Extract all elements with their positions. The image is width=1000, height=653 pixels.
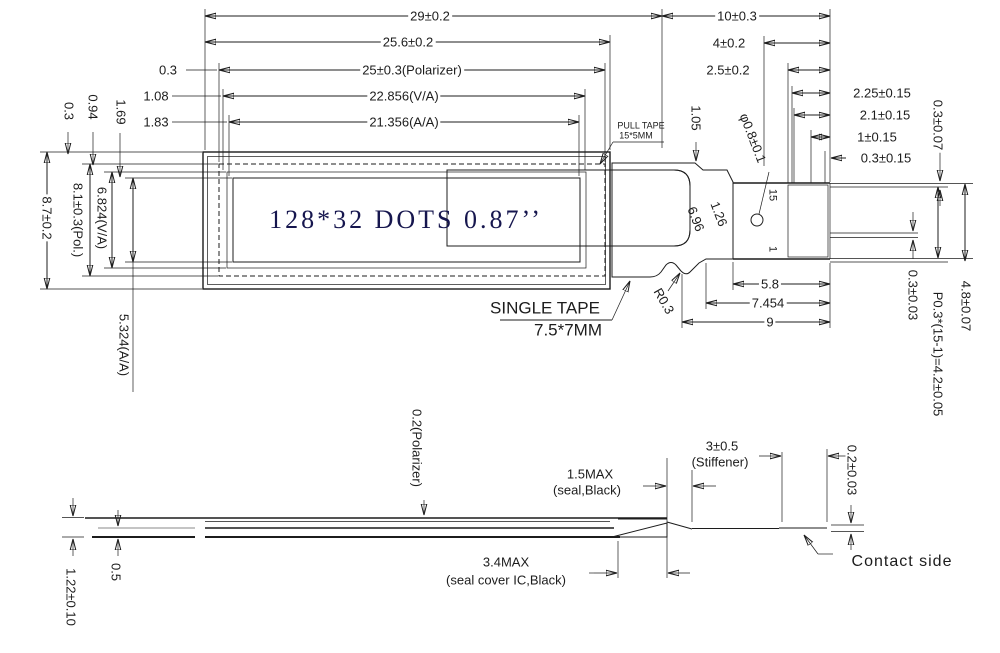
dim-fpc-length: 10±0.3	[715, 8, 759, 24]
dim-seal-max-line2: (seal,Black)	[551, 482, 623, 498]
dim-seal-cover-line1: 3.4MAX	[480, 554, 532, 570]
pull-tape-label-line1: PULL TAPE	[617, 120, 665, 131]
dim-stiffener-line1: 3±0.5	[703, 438, 741, 454]
dim-polarizer-thickness: 0.2(Polarizer)	[409, 406, 425, 490]
dim-1-05: 1.05	[688, 103, 704, 133]
dim-2-5: 2.5±0.2	[704, 62, 752, 78]
dim-7-454: 7.454	[749, 295, 787, 311]
dim-stiffener-line2: (Stiffener)	[689, 454, 751, 470]
dim-total-width: 29±0.2	[408, 8, 452, 24]
dim-seal-cover-line2: (seal cover IC,Black)	[444, 572, 568, 588]
dim-polarizer-width: 25±0.3(Polarizer)	[360, 62, 464, 78]
dim-1: 1±0.15	[855, 129, 899, 145]
contact-side-label: Contact side	[849, 553, 955, 570]
dim-contact-thickness: 0.2±0.03	[844, 442, 860, 498]
dim-2-1: 2.1±0.15	[857, 107, 913, 123]
dim-total-height: 8.7±0.2	[39, 194, 55, 242]
single-tape-label-line1: SINGLE TAPE	[488, 298, 602, 318]
dim-polarizer-height: 8.1±0.3(Pol.)	[70, 180, 86, 260]
dim-0-3-15: 0.3±0.15	[858, 150, 914, 166]
dim-active-area-height: 5.324(A/A)	[116, 311, 132, 379]
pin-1-label: 1	[766, 245, 779, 253]
display-size-text: 128*32 DOTS 0.87’’	[269, 205, 543, 234]
pin-15-label: 15	[766, 188, 779, 202]
dim-viewing-area-height: 6.824(V/A)	[94, 184, 110, 252]
dim-viewing-area-width: 22.856(V/A)	[367, 88, 441, 104]
dim-glass-thickness: 0.5	[108, 560, 124, 584]
dim-active-area-width: 21.356(A/A)	[367, 114, 441, 130]
dim-2-25: 2.25±0.15	[851, 85, 913, 101]
single-tape-label-line2: 7.5*7MM	[533, 320, 603, 340]
dim-v-0-94: 0.94	[85, 92, 101, 122]
dim-9: 9	[764, 314, 776, 330]
dim-pin-pitch: P0.3*(15-1)=4.2±0.05	[930, 289, 946, 419]
dim-seal-max-line1: 1.5MAX	[564, 466, 616, 482]
dim-offset-aa: 1.83	[141, 114, 171, 130]
dim-glass-width: 25.6±0.2	[380, 34, 436, 50]
dim-offset-va: 1.08	[141, 88, 171, 104]
dim-0-3-07: 0.3±0.07	[930, 97, 946, 153]
dim-v-0-3: 0.3	[61, 99, 77, 123]
dim-module-thickness: 1.22±0.10	[63, 566, 79, 628]
dim-connector-height: 4.8±0.07	[958, 278, 974, 334]
dim-v-1-69: 1.69	[113, 97, 129, 127]
dim-4: 4±0.2	[710, 35, 748, 51]
dim-0-3-03: 0.3±0.03	[905, 267, 921, 323]
dim-5-8: 5.8	[758, 276, 782, 292]
dim-offset-polarizer: 0.3	[156, 62, 180, 78]
pull-tape-label-line2: 15*5MM	[619, 130, 653, 141]
